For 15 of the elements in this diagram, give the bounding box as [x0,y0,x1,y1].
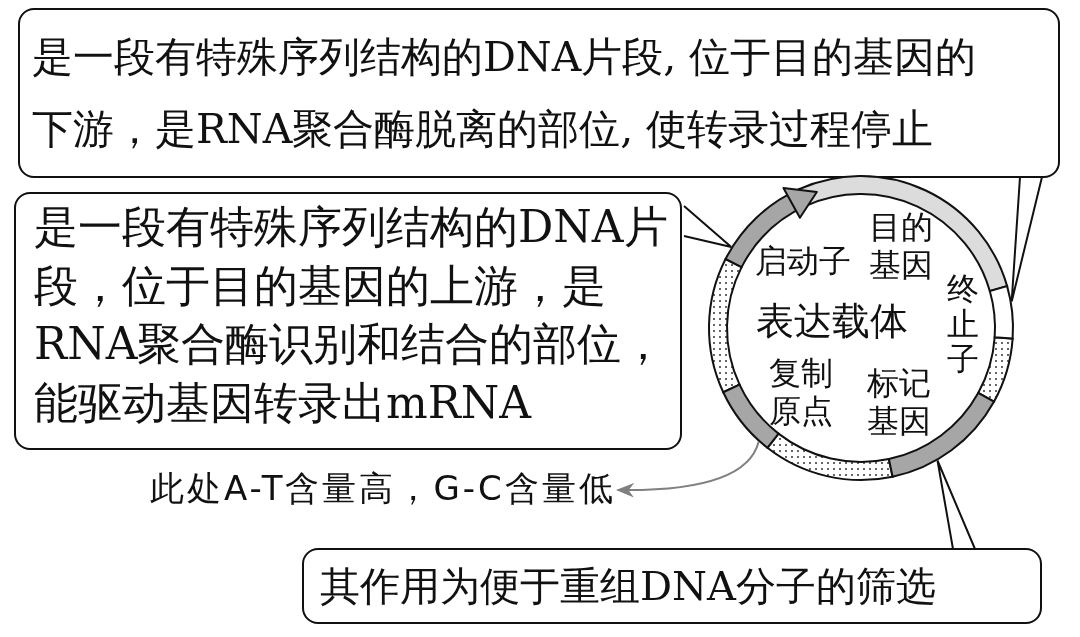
callout-box: 其作用为便于重组DNA分子的筛选 [302,548,1042,624]
segment-label: 终止子 [947,272,979,378]
callout-box: 是一段有特殊序列结构的DNA片段，位于目的基因的上游，是RNA聚合酶识别和结合的部位，能驱动基因转录出mRNA [14,192,682,450]
callout-pointer [936,459,976,550]
segment-label: 启动子 [755,242,851,281]
plasmid-segment [988,285,1014,340]
segment-label: 标记基因 [867,364,931,441]
callout-pointer [683,205,733,248]
segment-label: 复制原点 [769,354,833,431]
plasmid-title: 表达载体 [756,298,908,345]
segment-label: 目的基因 [869,208,933,285]
callout-box: 是一段有特殊序列结构的DNA片段, 位于目的基因的下游，是RNA聚合酶脱离的部位, 使转录过程停止 [18,8,1060,178]
arrow [616,440,760,498]
note-text: 此处A-T含量高，G-C含量低 [150,468,616,509]
callout-pointer [1010,176,1043,303]
